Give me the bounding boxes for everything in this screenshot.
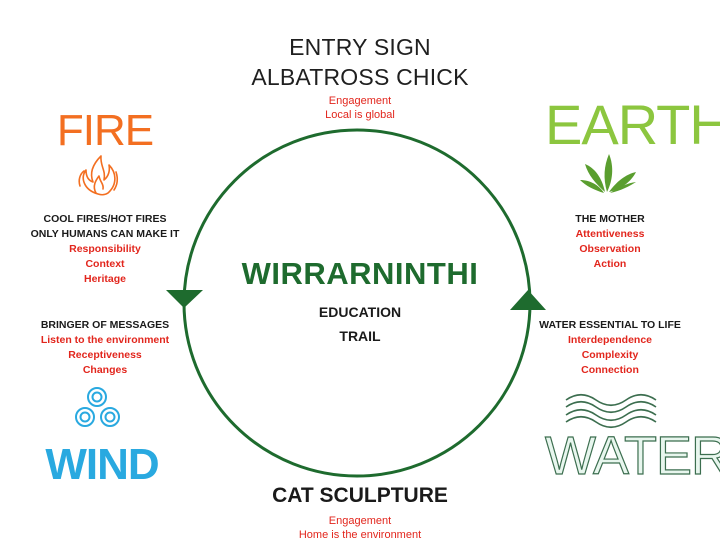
center-line-trail: TRAIL: [339, 328, 381, 344]
entry-sign-title: ENTRY SIGN ALBATROSS CHICK: [210, 32, 510, 92]
wind-description: BRINGER OF MESSAGES Listen to the enviro…: [10, 318, 200, 378]
earth-item: Action: [593, 258, 627, 270]
fire-heading-2: ONLY HUMANS CAN MAKE IT: [30, 228, 180, 240]
water-waves-icon: [565, 393, 657, 429]
fire-item: Heritage: [83, 273, 126, 285]
earth-heading: THE MOTHER: [575, 213, 645, 225]
water-description: WATER ESSENTIAL TO LIFE Interdependence …: [515, 318, 705, 378]
water-item: Complexity: [581, 349, 639, 361]
entry-sign-line: ENTRY SIGN: [289, 34, 431, 60]
entry-sign-subtitle: Engagement Local is global: [210, 94, 510, 122]
wind-item: Listen to the environment: [40, 334, 170, 346]
earth-label: EARTH: [545, 93, 720, 156]
center-subtitle: EDUCATION TRAIL: [260, 300, 460, 348]
cat-sculpture-subtitle: Engagement Home is the environment: [210, 514, 510, 542]
earth-item: Attentiveness: [575, 228, 645, 240]
center-title: WIRRARNINTHI: [241, 256, 479, 291]
arrow-down-icon: [166, 290, 203, 308]
wind-label: WIND: [45, 440, 159, 489]
flame-icon: [78, 155, 119, 196]
fire-label: FIRE: [56, 106, 154, 155]
entry-engagement: Engagement: [328, 95, 392, 107]
albatross-chick-line: ALBATROSS CHICK: [251, 64, 469, 90]
wind-swirl-icon: [75, 387, 120, 427]
fire-heading-1: COOL FIRES/HOT FIRES: [43, 213, 167, 225]
fire-item: Responsibility: [69, 243, 141, 255]
water-label: WATER: [544, 425, 720, 486]
bottom-engagement: Engagement: [328, 515, 392, 527]
wind-item: Receptiveness: [68, 349, 142, 361]
earth-description: THE MOTHER Attentiveness Observation Act…: [515, 212, 705, 272]
center-line-education: EDUCATION: [318, 304, 402, 320]
arrow-up-icon: [510, 290, 546, 310]
entry-local-global: Local is global: [325, 109, 395, 121]
water-item: Interdependence: [567, 334, 653, 346]
cat-sculpture-title: CAT SCULPTURE: [272, 484, 448, 507]
water-heading: WATER ESSENTIAL TO LIFE: [539, 319, 681, 331]
fire-item: Context: [85, 258, 125, 270]
bottom-home-environment: Home is the environment: [298, 529, 422, 541]
wind-heading: BRINGER OF MESSAGES: [40, 319, 170, 331]
water-item: Connection: [581, 364, 639, 376]
fire-description: COOL FIRES/HOT FIRES ONLY HUMANS CAN MAK…: [10, 212, 200, 287]
leaf-icon: [580, 154, 636, 193]
earth-item: Observation: [579, 243, 641, 255]
wind-item: Changes: [82, 364, 128, 376]
